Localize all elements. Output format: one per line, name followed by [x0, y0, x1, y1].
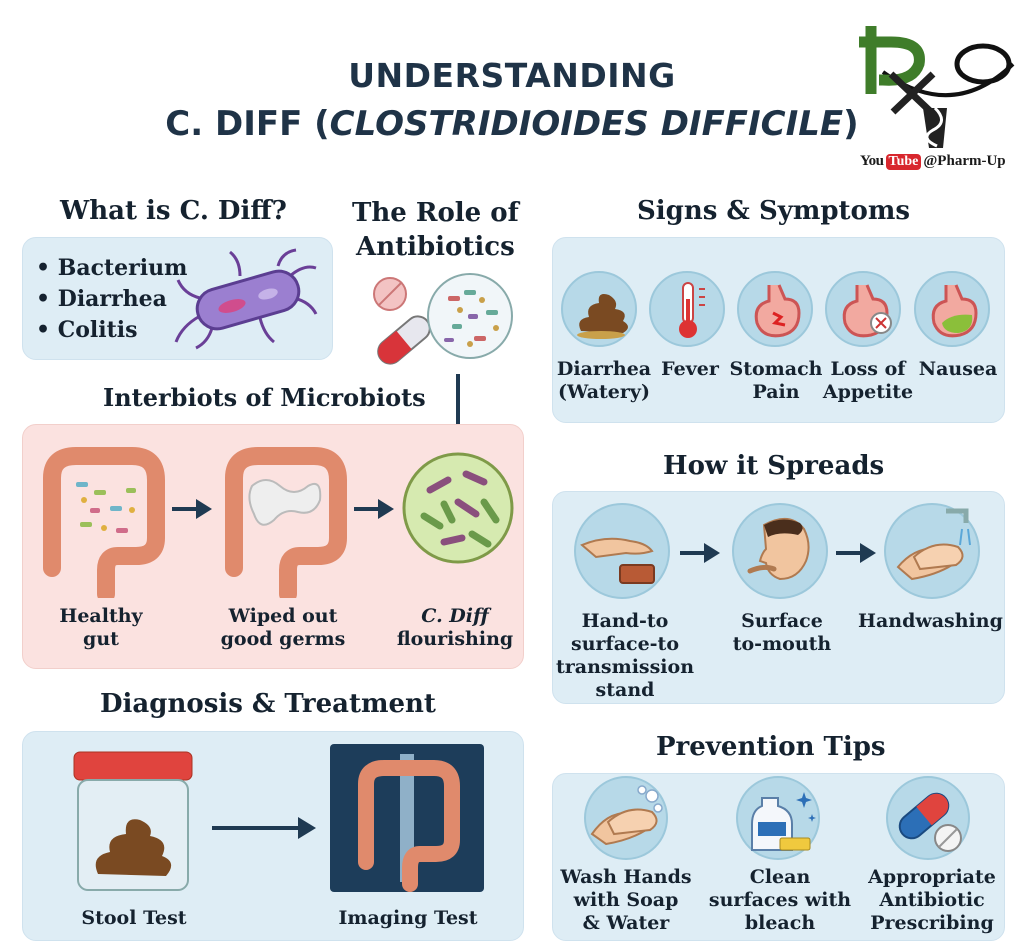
xray-imaging-icon: [330, 744, 484, 892]
title-prefix: C. DIFF (: [165, 104, 330, 144]
symptom-label-fever: Fever: [652, 358, 728, 381]
what-is-heading: What is C. Diff?: [60, 196, 287, 226]
symptom-label-line: Nausea: [918, 358, 998, 380]
wiped-gut-icon: [225, 447, 347, 598]
what-is-bullets: Bacterium Diarrhea Colitis: [36, 253, 188, 346]
stage-label-line: C. Diff: [421, 605, 489, 627]
stage-label-line: Wiped out: [228, 605, 338, 627]
appetite-loss-icon: [825, 271, 901, 347]
antibiotics-heading: The Role of Antibiotics: [352, 196, 519, 264]
spread-label-line: stand: [595, 679, 655, 701]
spread-label-line: Hand-to: [581, 610, 669, 632]
microbiots-heading: Interbiots of Microbiots: [103, 383, 426, 412]
symptom-label-line: Stomach: [729, 358, 823, 380]
arrow-right-icon: [212, 817, 316, 839]
arrow-right-icon: [680, 543, 720, 563]
stage-label-line: flourishing: [396, 628, 514, 650]
diagnosis-heading: Diagnosis & Treatment: [100, 689, 436, 719]
title-italic: CLOSTRIDIOIDES DIFFICILE: [329, 104, 844, 144]
prevention-label-line: bleach: [744, 912, 816, 934]
surface-to-mouth-icon: [732, 503, 828, 599]
symptom-label-line: Fever: [661, 358, 719, 380]
bullet-item: Diarrhea: [36, 284, 187, 315]
symptom-label-line: (Watery): [558, 381, 650, 403]
channel-handle: @Pharm-Up: [923, 153, 1006, 169]
symptom-label-line: Loss of: [830, 358, 906, 380]
symptom-label-line: Diarrhea: [556, 358, 652, 380]
prevention-heading: Prevention Tips: [656, 732, 886, 762]
stool-sample-icon: [73, 751, 193, 891]
prevention-label-line: Antibiotic: [879, 889, 985, 911]
bacterium-icon: [174, 248, 318, 350]
antibiotics-heading-line1: The Role of: [352, 198, 519, 228]
rx-logo: [853, 12, 1021, 177]
main-title-line2: C. DIFF (CLOSTRIDIOIDES DIFFICILE): [0, 104, 1024, 144]
bleach-icon: [736, 776, 820, 860]
prevention-label-line: surfaces with: [708, 889, 852, 911]
hand-surface-icon: [574, 503, 670, 599]
spread-label-line: Handwashing: [858, 610, 1003, 632]
symptom-label-line: Pain: [752, 381, 800, 403]
stage-label-line: Healthy: [59, 605, 143, 627]
youtube-tube: Tube: [885, 153, 922, 170]
spread-label-line: transmission: [555, 656, 695, 678]
handwashing-icon: [884, 503, 980, 599]
prevention-label-line: Prescribing: [870, 912, 994, 934]
stage-label-line: gut: [83, 628, 119, 650]
healthy-gut-icon: [43, 447, 165, 598]
cdiff-flourishing-icon: [402, 452, 514, 564]
prevention-label-line: Appropriate: [868, 866, 996, 888]
antibiotic-capsule-icon: [886, 776, 970, 860]
arrow-right-icon: [172, 499, 212, 519]
stage-label-line: good germs: [220, 628, 346, 650]
prevention-label-line: Wash Hands: [560, 866, 692, 888]
prevention-label-line: with Soap: [573, 889, 679, 911]
bullet-item: Colitis: [36, 315, 187, 346]
arrow-right-icon: [354, 499, 394, 519]
spread-label-line: to-mouth: [732, 633, 832, 655]
symptom-label-line: Appetite: [822, 381, 914, 403]
diarrhea-icon: [561, 271, 637, 347]
symptoms-heading: Signs & Symptoms: [637, 196, 911, 226]
imaging-test-label: Imaging Test: [338, 907, 478, 929]
spread-label-line: Surface: [741, 610, 823, 632]
symptom-label-diarrhea: Diarrhea(Watery): [556, 358, 652, 404]
title-suffix: ): [843, 104, 859, 144]
stool-test-label: Stool Test: [81, 907, 187, 929]
prevention-label-line: Clean: [749, 866, 811, 888]
prevention-label-line: & Water: [582, 912, 670, 934]
youtube-you: You: [860, 153, 884, 169]
antibiotic-pills-icon: [373, 273, 513, 365]
nausea-icon: [914, 271, 990, 347]
spread-label-handwashing: Handwashing: [858, 610, 1003, 633]
wash-hands-icon: [584, 776, 668, 860]
thermometer-icon: [649, 271, 725, 347]
symptom-label-nausea: Nausea: [914, 358, 1002, 381]
stomach-pain-icon: [737, 271, 813, 347]
spreads-heading: How it Spreads: [663, 451, 885, 481]
antibiotics-heading-line2: Antibiotics: [356, 232, 515, 262]
bullet-item: Bacterium: [36, 253, 188, 284]
spread-label-line: surface-to: [571, 633, 679, 655]
arrow-right-icon: [836, 543, 876, 563]
main-title-line1: UNDERSTANDING: [348, 56, 676, 95]
